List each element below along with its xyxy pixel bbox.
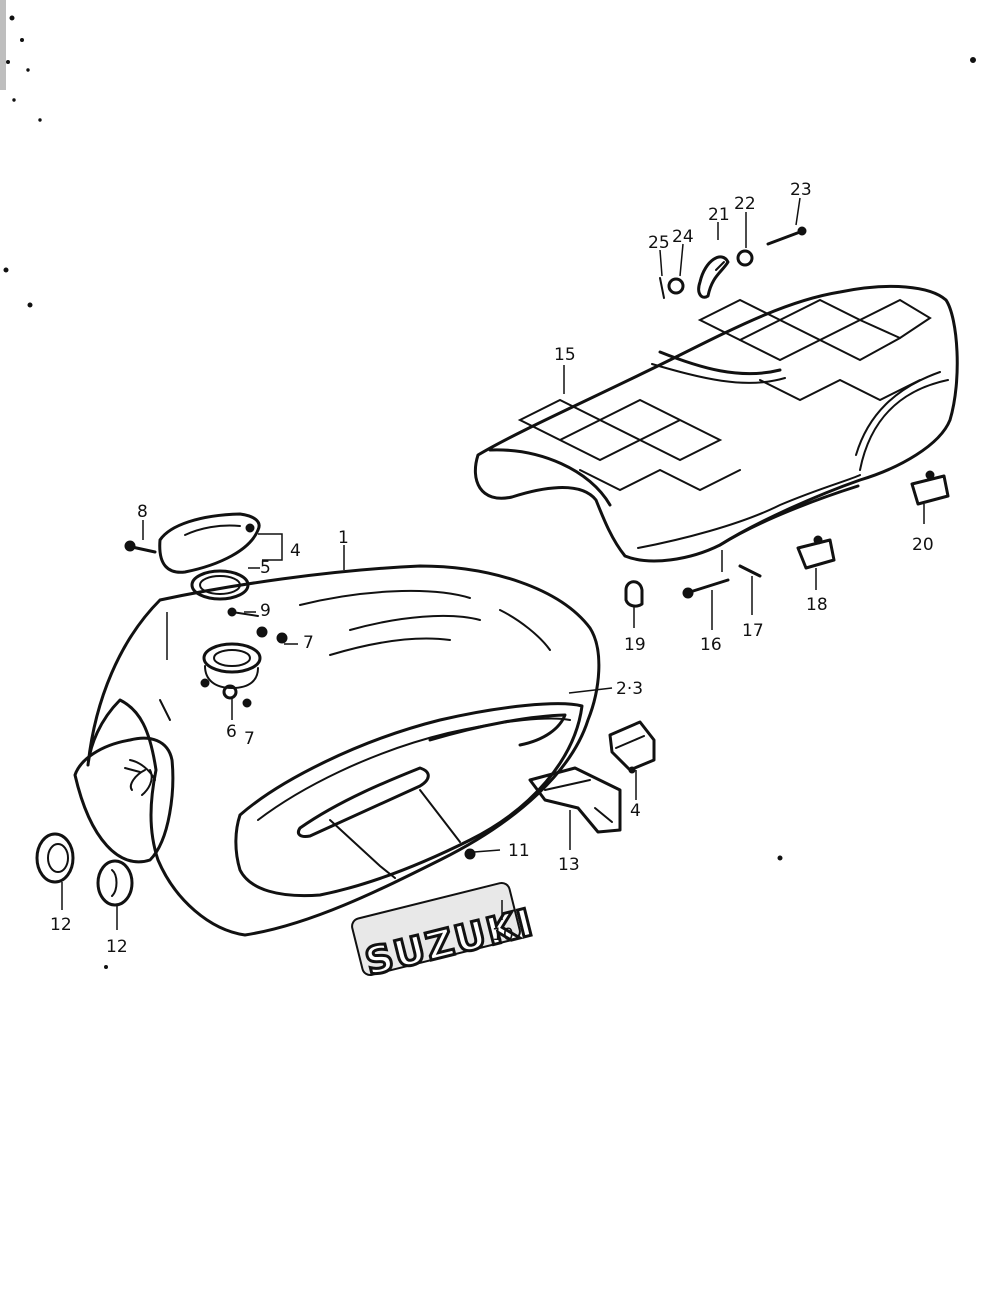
callout-17: 17 xyxy=(742,621,764,641)
callout-10: 10 xyxy=(492,925,514,945)
tank-rubber xyxy=(528,766,622,834)
callout-11: 11 xyxy=(508,841,530,861)
scan-noise xyxy=(0,0,976,969)
callout-19: 19 xyxy=(624,635,646,655)
callout-12-right: 12 xyxy=(106,937,128,957)
callout-1: 1 xyxy=(338,528,349,548)
callout-12-left: 12 xyxy=(50,915,72,935)
callout-25: 25 xyxy=(648,233,670,253)
seat-hardware xyxy=(624,470,950,608)
leader-lines xyxy=(61,197,925,930)
tank-cushion-left xyxy=(35,832,75,884)
fuel-tank xyxy=(73,564,601,937)
callout-13: 13 xyxy=(558,855,580,875)
callout-22: 22 xyxy=(734,194,756,214)
callout-21: 21 xyxy=(708,205,730,225)
seat xyxy=(473,284,959,563)
callout-24: 24 xyxy=(672,227,694,247)
tank-hardware xyxy=(124,540,476,860)
callout-4-bracket: 4 xyxy=(630,801,641,821)
callout-23: 23 xyxy=(790,180,812,200)
callout-8: 8 xyxy=(137,502,148,522)
tank-bracket xyxy=(608,720,656,774)
fuel-cap xyxy=(158,512,268,690)
callout-labels: 1 2·3 4 4 5 6 7 7 8 9 10 11 12 12 13 15 … xyxy=(50,180,934,957)
callout-20: 20 xyxy=(912,535,934,555)
callout-6: 6 xyxy=(226,722,237,742)
callout-7-upper: 7 xyxy=(303,633,314,653)
callout-9: 9 xyxy=(260,601,271,621)
tank-cushion-right xyxy=(96,859,134,907)
seat-lock xyxy=(659,226,807,299)
callout-4-cap: 4 xyxy=(290,541,301,561)
callout-18: 18 xyxy=(806,595,828,615)
callout-5: 5 xyxy=(260,558,271,578)
callout-2-3: 2·3 xyxy=(616,679,643,699)
callout-15: 15 xyxy=(554,345,576,365)
callout-16: 16 xyxy=(700,635,722,655)
callout-7-lower: 7 xyxy=(244,729,255,749)
